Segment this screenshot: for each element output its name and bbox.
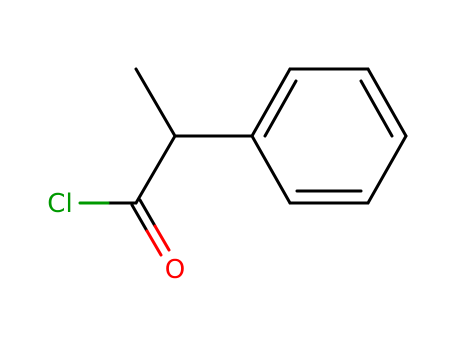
bond-carbonyl-o-1-o-half [145,229,163,257]
atom-label-oxygen: O [165,255,185,285]
bond-alpha-carbonyl [134,134,177,205]
ring-inner-double-1 [263,79,298,138]
bond-carbonyl-o-2-o-half [153,224,171,252]
ring-bond-4 [366,134,408,205]
atom-label-group: Cl O [47,189,185,285]
ring-bond-6 [250,134,292,205]
ring-inner-double-2 [359,79,394,138]
bond-carbonyl-o-2-c-half [138,198,157,228]
ring-bond-3 [366,67,408,138]
bond-group [78,67,408,257]
atom-label-chlorine: Cl [47,189,72,219]
ring-bond-1 [250,67,292,138]
bond-carbonyl-o-1-c-half [130,203,149,233]
bond-methyl-alpha [134,67,177,138]
